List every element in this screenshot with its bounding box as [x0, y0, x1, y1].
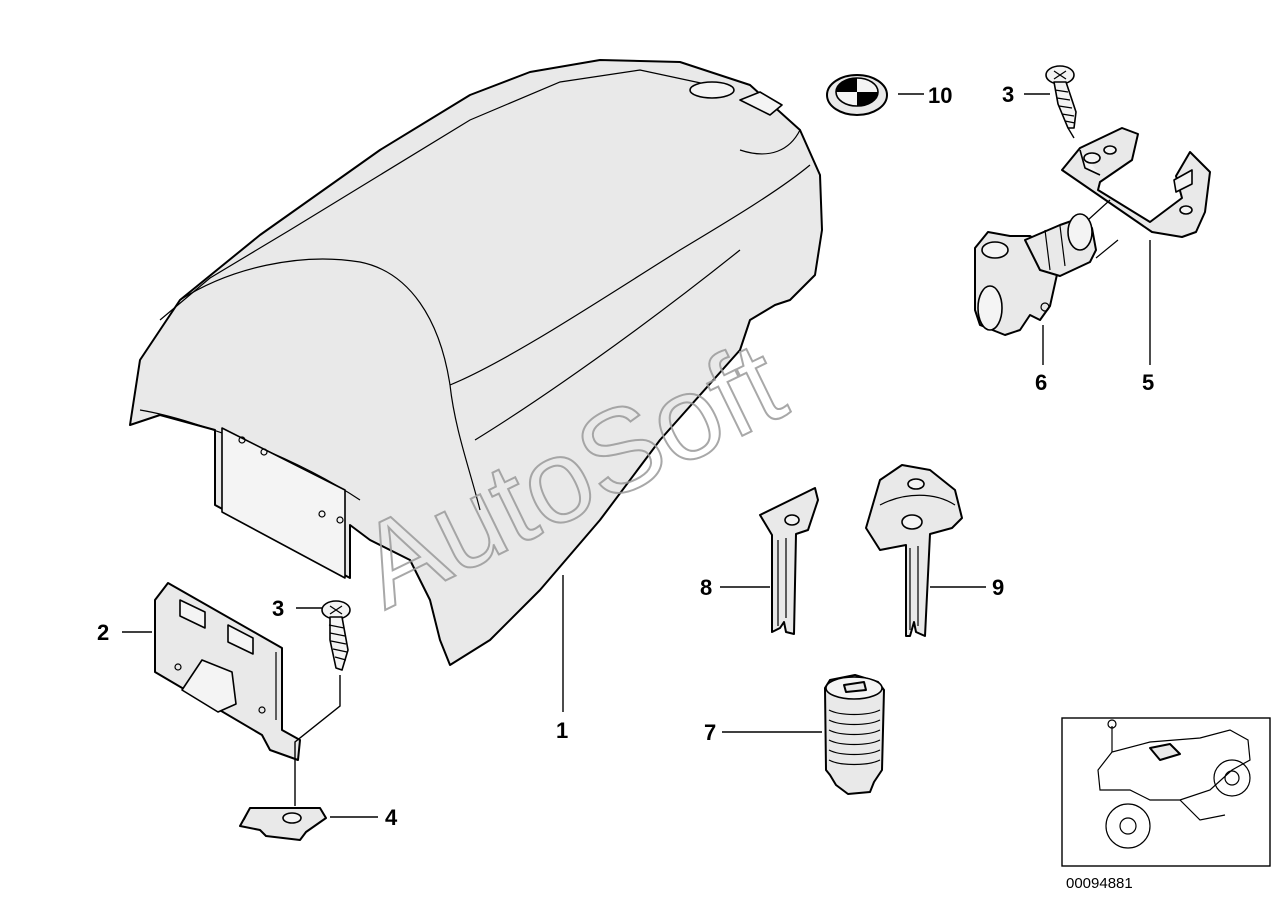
part-lock-bracket[interactable] — [1061, 127, 1211, 238]
inset-motorcycle-thumbnail — [1061, 717, 1271, 867]
leader-lines — [122, 93, 1151, 818]
callout-5: 5 — [1142, 370, 1154, 395]
callout-2: 2 — [97, 620, 109, 645]
callout-9: 9 — [992, 575, 1004, 600]
part-bracket[interactable] — [154, 582, 301, 761]
callout-4: 4 — [385, 805, 398, 830]
callout-3-lower: 3 — [272, 596, 284, 621]
part-clip-nut[interactable] — [239, 807, 327, 841]
callout-6: 6 — [1035, 370, 1047, 395]
part-screw-upper[interactable] — [1045, 65, 1077, 129]
callout-1: 1 — [556, 718, 568, 743]
callout-7: 7 — [704, 720, 716, 745]
part-key-blank[interactable] — [759, 487, 819, 635]
callout-10: 10 — [928, 83, 952, 108]
part-seat-cowl[interactable] — [129, 59, 823, 666]
part-lock-cylinder[interactable] — [974, 199, 1119, 336]
part-key[interactable] — [865, 464, 963, 637]
part-lock-barrel[interactable] — [824, 674, 885, 795]
reference-code: 00094881 — [1066, 875, 1133, 892]
callout-numbers: 1 2 3 3 4 5 6 7 8 9 10 — [97, 82, 1154, 830]
callout-3-upper: 3 — [1002, 82, 1014, 107]
part-screw-lower[interactable] — [321, 600, 351, 671]
callout-8: 8 — [700, 575, 712, 600]
part-emblem-badge[interactable] — [826, 74, 888, 116]
